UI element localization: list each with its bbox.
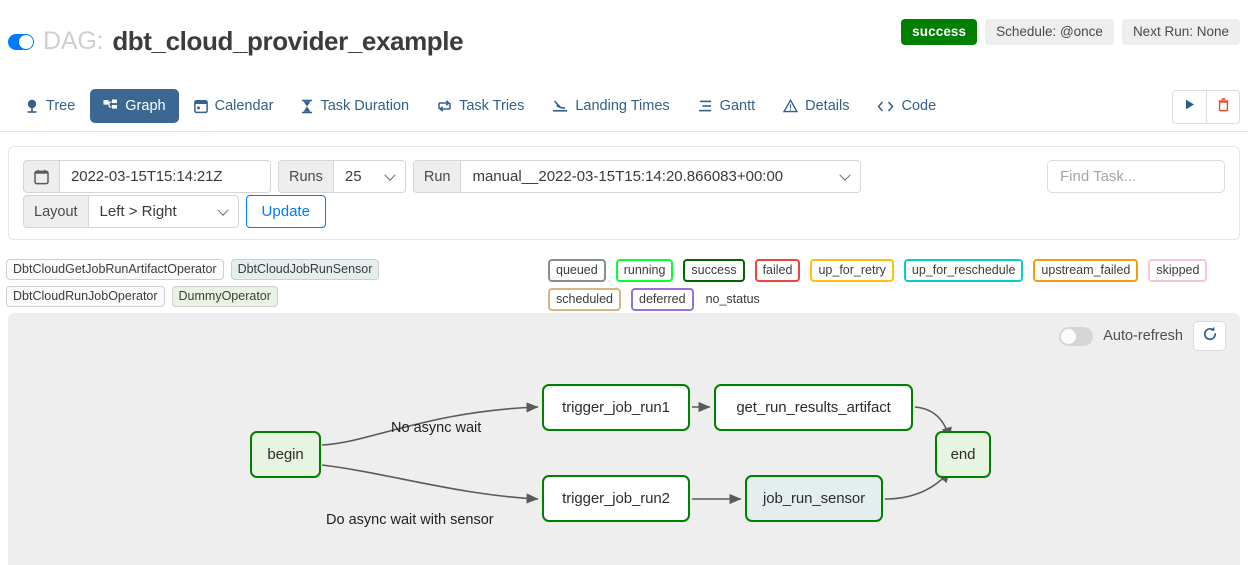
operator-legend-pill[interactable]: DbtCloudRunJobOperator	[6, 286, 165, 307]
run-label: Run	[412, 160, 462, 193]
auto-refresh-label: Auto-refresh	[1103, 328, 1183, 344]
dag-view-tabs: Tree Graph Calendar Task Duration	[12, 80, 949, 132]
header-badges: success Schedule: @once Next Run: None	[901, 19, 1240, 45]
dag-paused-toggle[interactable]	[8, 33, 34, 50]
tab-label: Gantt	[719, 98, 756, 114]
task-state-legend-pill[interactable]: up_for_reschedule	[903, 259, 1024, 282]
schedule-badge: Schedule: @once	[985, 19, 1114, 45]
hourglass-icon	[301, 99, 313, 114]
tab-code[interactable]: Code	[864, 89, 949, 123]
tab-label: Graph	[125, 98, 166, 114]
tab-label: Calendar	[214, 98, 274, 114]
page-title: DAG: dbt_cloud_provider_example	[8, 26, 464, 57]
trigger-dag-button[interactable]	[1173, 91, 1206, 123]
gantt-icon	[698, 99, 713, 113]
layout-group: Layout Left > Right	[23, 195, 239, 228]
task-state-legend-pill[interactable]: skipped	[1148, 259, 1208, 282]
graph-edges	[321, 401, 952, 505]
tab-tree[interactable]: Tree	[12, 89, 88, 123]
task-state-legend-pill[interactable]: running	[615, 259, 674, 282]
graph-edge-label: No async wait	[391, 420, 482, 436]
tree-icon	[25, 99, 39, 114]
dag-run-controls: 2022-03-15T15:14:21Z Runs 25 Run manual_…	[8, 146, 1240, 240]
task-state-legend-pill[interactable]: upstream_failed	[1033, 259, 1139, 282]
task-state-legend-pill[interactable]: no_status	[705, 292, 760, 306]
task-state-legend-pill[interactable]: success	[683, 259, 745, 282]
operator-legend-pill[interactable]: DbtCloudGetJobRunArtifactOperator	[6, 259, 224, 280]
tab-label: Task Duration	[320, 98, 410, 114]
status-badge: success	[901, 19, 978, 45]
tab-gantt[interactable]: Gantt	[685, 89, 768, 123]
tab-label: Tree	[46, 98, 76, 114]
layout-select[interactable]: Left > Right	[88, 195, 239, 228]
next-run-badge: Next Run: None	[1121, 19, 1240, 45]
refresh-button[interactable]	[1193, 321, 1226, 351]
layout-label: Layout	[23, 195, 89, 228]
graph-icon	[103, 99, 118, 113]
find-task-input[interactable]: Find Task...	[1047, 160, 1225, 193]
refresh-icon	[1202, 326, 1218, 347]
graph-node-trigger_job_run1[interactable]: trigger_job_run1	[542, 384, 690, 431]
num-runs-group: Runs 25	[278, 160, 406, 193]
tab-landing-times[interactable]: Landing Times	[539, 89, 682, 123]
task-state-legend: queued running success failed up_for_retry up…	[548, 259, 1248, 311]
auto-refresh-toggle[interactable]	[1059, 326, 1094, 346]
tab-calendar[interactable]: Calendar	[181, 89, 287, 123]
tab-details[interactable]: Details	[770, 89, 862, 123]
landing-icon	[552, 99, 568, 113]
task-state-legend-pill[interactable]: queued	[548, 259, 606, 282]
calendar-icon	[23, 160, 60, 193]
calendar-icon	[193, 99, 208, 114]
task-state-legend-pill[interactable]: failed	[754, 259, 801, 282]
delete-dag-button[interactable]	[1206, 91, 1239, 123]
task-state-legend-pill[interactable]: up_for_retry	[810, 259, 894, 282]
retry-icon	[437, 99, 452, 113]
run-id-select[interactable]: manual__2022-03-15T15:14:20.866083+00:00	[461, 160, 862, 193]
warning-icon	[783, 99, 799, 113]
page-header: DAG: dbt_cloud_provider_example success …	[0, 0, 1248, 72]
dag-view-tabbar: Tree Graph Calendar Task Duration	[0, 80, 1248, 132]
task-state-legend-pill[interactable]: deferred	[631, 288, 694, 311]
run-id-group: Run manual__2022-03-15T15:14:20.866083+0…	[412, 160, 862, 193]
num-runs-select[interactable]: 25	[333, 160, 406, 193]
graph-node-end[interactable]: end	[935, 431, 991, 478]
operator-legend-pill[interactable]: DbtCloudJobRunSensor	[230, 259, 380, 280]
dag-action-buttons	[1172, 90, 1240, 124]
tab-label: Landing Times	[575, 98, 670, 114]
controls-row-layout: Layout Left > Right Update	[23, 195, 326, 228]
graph-node-begin[interactable]: begin	[250, 431, 321, 478]
graph-node-trigger_job_run2[interactable]: trigger_job_run2	[542, 475, 690, 522]
tab-label: Task Tries	[459, 98, 525, 114]
graph-toolbar: Auto-refresh	[1059, 321, 1226, 351]
play-icon	[1183, 98, 1196, 116]
base-date-input[interactable]: 2022-03-15T15:14:21Z	[60, 160, 271, 193]
dag-graph-panel: Auto-refresh begin trigger_job_run1 get_ru…	[8, 313, 1240, 565]
trash-icon	[1217, 97, 1230, 117]
tab-label: Code	[901, 98, 937, 114]
runs-label: Runs	[278, 160, 334, 193]
update-button[interactable]: Update	[245, 195, 326, 228]
controls-row-primary: 2022-03-15T15:14:21Z Runs 25 Run manual_…	[23, 160, 862, 193]
graph-node-get_run_results_artifact[interactable]: get_run_results_artifact	[714, 384, 913, 431]
dag-label: DAG:	[43, 27, 104, 55]
graph-edge-label: Do async wait with sensor	[326, 512, 494, 528]
base-date-group: 2022-03-15T15:14:21Z	[23, 160, 271, 193]
code-icon	[877, 100, 894, 113]
graph-node-job_run_sensor[interactable]: job_run_sensor	[745, 475, 883, 522]
tab-task-tries[interactable]: Task Tries	[424, 89, 537, 123]
tab-graph[interactable]: Graph	[90, 89, 179, 123]
tab-label: Details	[805, 98, 850, 114]
dag-name: dbt_cloud_provider_example	[112, 26, 464, 56]
operator-legend-pill[interactable]: DummyOperator	[171, 286, 278, 307]
tab-task-duration[interactable]: Task Duration	[288, 89, 422, 123]
task-state-legend-pill[interactable]: scheduled	[548, 288, 621, 311]
